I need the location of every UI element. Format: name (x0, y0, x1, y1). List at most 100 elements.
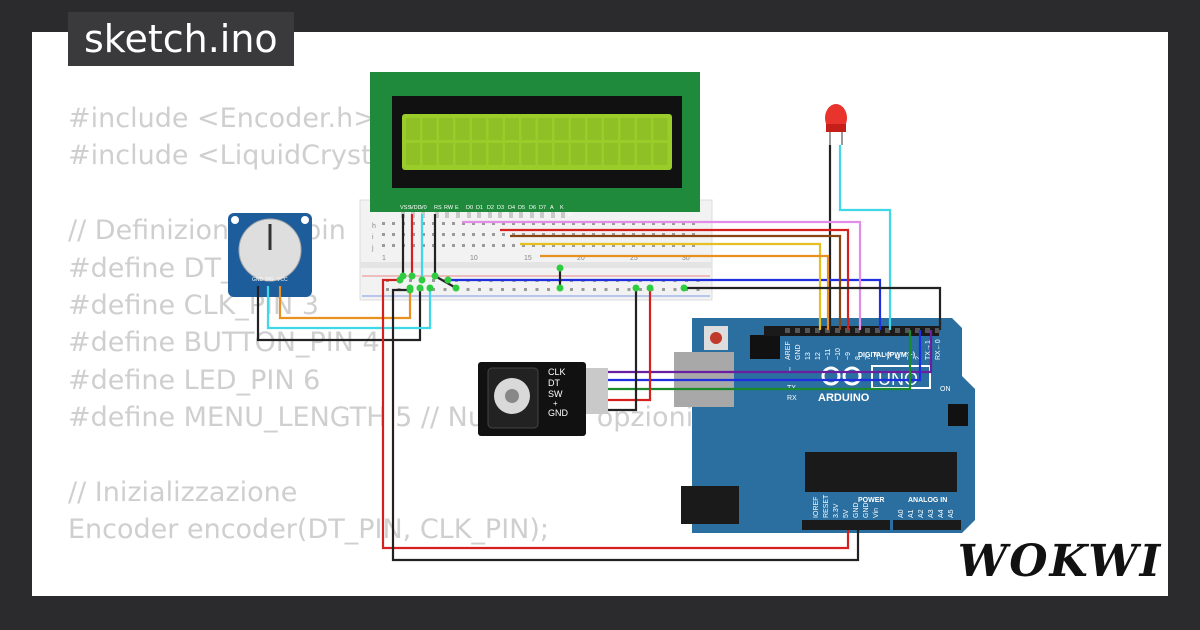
lcd-pin-label: D1 (476, 205, 483, 211)
breadboard-col-number: 30 (682, 255, 690, 262)
analog-pin-label: A2 (918, 509, 925, 518)
encoder-header-pins (586, 368, 608, 414)
digital-pin-label: 13 (805, 352, 812, 360)
wokwi-logo: WOKWI (958, 530, 1160, 592)
lcd-pin-label: RW (444, 205, 454, 211)
icsp-header (948, 404, 968, 426)
digital-pin-label: 4 (895, 356, 902, 360)
wire-rail-right (684, 286, 942, 330)
encoder-pin-label: + (553, 399, 558, 408)
digital-pin-label: ~9 (845, 352, 852, 360)
pot-pin-label: VCC (277, 277, 288, 283)
analog-header (893, 520, 961, 530)
icsp-header (750, 335, 780, 359)
potentiometer[interactable] (228, 213, 312, 297)
breadboard-col-number: 25 (630, 255, 638, 262)
lcd-pin-label: RS (434, 205, 442, 211)
wire-encoder-gnd (608, 288, 638, 412)
lcd-character-grid (406, 118, 668, 165)
breadboard-col-number: 15 (524, 255, 532, 262)
wire-encoder-dt (608, 330, 922, 382)
analog-pin-label: A3 (928, 509, 935, 518)
led-label-rx: RX (787, 395, 797, 402)
lcd-pin-label: VSS (400, 205, 411, 211)
breadboard-col-number: 20 (577, 255, 585, 262)
power-header-label: POWER (858, 497, 884, 504)
digital-pin-label: 2 (915, 356, 922, 360)
power-pin-label: 3.3V (833, 503, 840, 518)
wire-pot-sig (266, 286, 432, 330)
dc-jack (681, 486, 739, 524)
red-led[interactable] (825, 104, 847, 145)
lcd-pin-label: D2 (487, 205, 494, 211)
lcd-pin-label: D4 (508, 205, 515, 211)
lcd-module[interactable] (370, 72, 700, 212)
arduino-logo-text: ARDUINO (818, 392, 870, 404)
lcd-pin-label: D0 (466, 205, 473, 211)
digital-header (764, 326, 939, 336)
led-label-on: ON (940, 386, 951, 393)
pot-pin-label: SIG (265, 277, 274, 283)
digital-pin-label: ~10 (835, 348, 842, 360)
digital-pin-label: GND (795, 344, 802, 360)
breadboard-row-label: h (372, 223, 376, 230)
digital-pin-label: 12 (815, 352, 822, 360)
digital-pin-label: RX←0 (935, 339, 942, 360)
lcd-pin-label: A (550, 205, 554, 211)
digital-pin-label: 8 (855, 356, 862, 360)
wire-red (500, 228, 850, 330)
analog-pin-label: A4 (938, 509, 945, 518)
wire-blue (448, 278, 882, 330)
wire-pot-gnd (256, 286, 422, 342)
encoder-pin-label: SW (548, 389, 563, 399)
digital-pin-label: ~6 (875, 352, 882, 360)
power-pin-label: 5V (843, 509, 850, 518)
analog-pin-label: A0 (898, 509, 905, 518)
digital-pin-label: 7 (865, 356, 872, 360)
wire-5v-red (381, 278, 850, 550)
power-header (802, 520, 890, 530)
lcd-pin-label: D7 (539, 205, 546, 211)
file-tab-title[interactable]: sketch.ino (68, 12, 294, 66)
wire-yellow (520, 242, 822, 330)
code-line: #include <Encoder.h> (68, 103, 376, 134)
lcd-pin-label: D6 (529, 205, 536, 211)
digital-pin-label: ~3 (905, 352, 912, 360)
lcd-pin-label: K (560, 205, 564, 211)
breadboard-row-label: j (371, 245, 374, 252)
wire-encoder-sw (608, 330, 912, 391)
led-label-l: L (789, 367, 793, 374)
lcd-pin-label: V0 (420, 205, 427, 211)
digital-header-label: DIGITAL (PWM ~) (858, 352, 915, 359)
analog-header-label: ANALOG IN (908, 497, 947, 504)
wires (256, 145, 942, 562)
breadboard-col-number: 1 (382, 255, 386, 262)
wire-encoder-clk (608, 330, 933, 374)
wire-violet (462, 220, 862, 330)
power-pin-label: GND (853, 502, 860, 518)
power-pin-label: Vin (873, 508, 880, 518)
rotary-encoder[interactable] (478, 362, 586, 436)
wire-gnd-black (391, 288, 860, 562)
wire-brown (510, 234, 842, 330)
lcd-pin-label: D3 (497, 205, 504, 211)
breadboard (359, 199, 713, 301)
power-pin-label: RESET (823, 494, 830, 518)
atmega-chip (805, 452, 957, 492)
analog-pin-label: A5 (948, 509, 955, 518)
power-pin-label: IOREF (813, 497, 820, 518)
code-line: Encoder encoder(DT_PIN, CLK_PIN); (68, 514, 550, 546)
digital-pin-label: TX→1 (925, 340, 932, 360)
arduino-infinity-logo (821, 366, 862, 386)
wire-encoder-vcc (608, 288, 652, 402)
breadboard-row-label: i (372, 234, 374, 241)
code-line: #define LED_PIN 6 (68, 364, 321, 396)
lcd-pin-label: E (455, 205, 459, 211)
pot-pin-label: GND (252, 277, 264, 283)
encoder-pin-label: CLK (548, 367, 566, 377)
power-pin-label: GND (863, 502, 870, 518)
digital-pin-label: AREF (785, 341, 792, 360)
wire-orange (540, 254, 830, 330)
analog-pin-label: A1 (908, 509, 915, 518)
